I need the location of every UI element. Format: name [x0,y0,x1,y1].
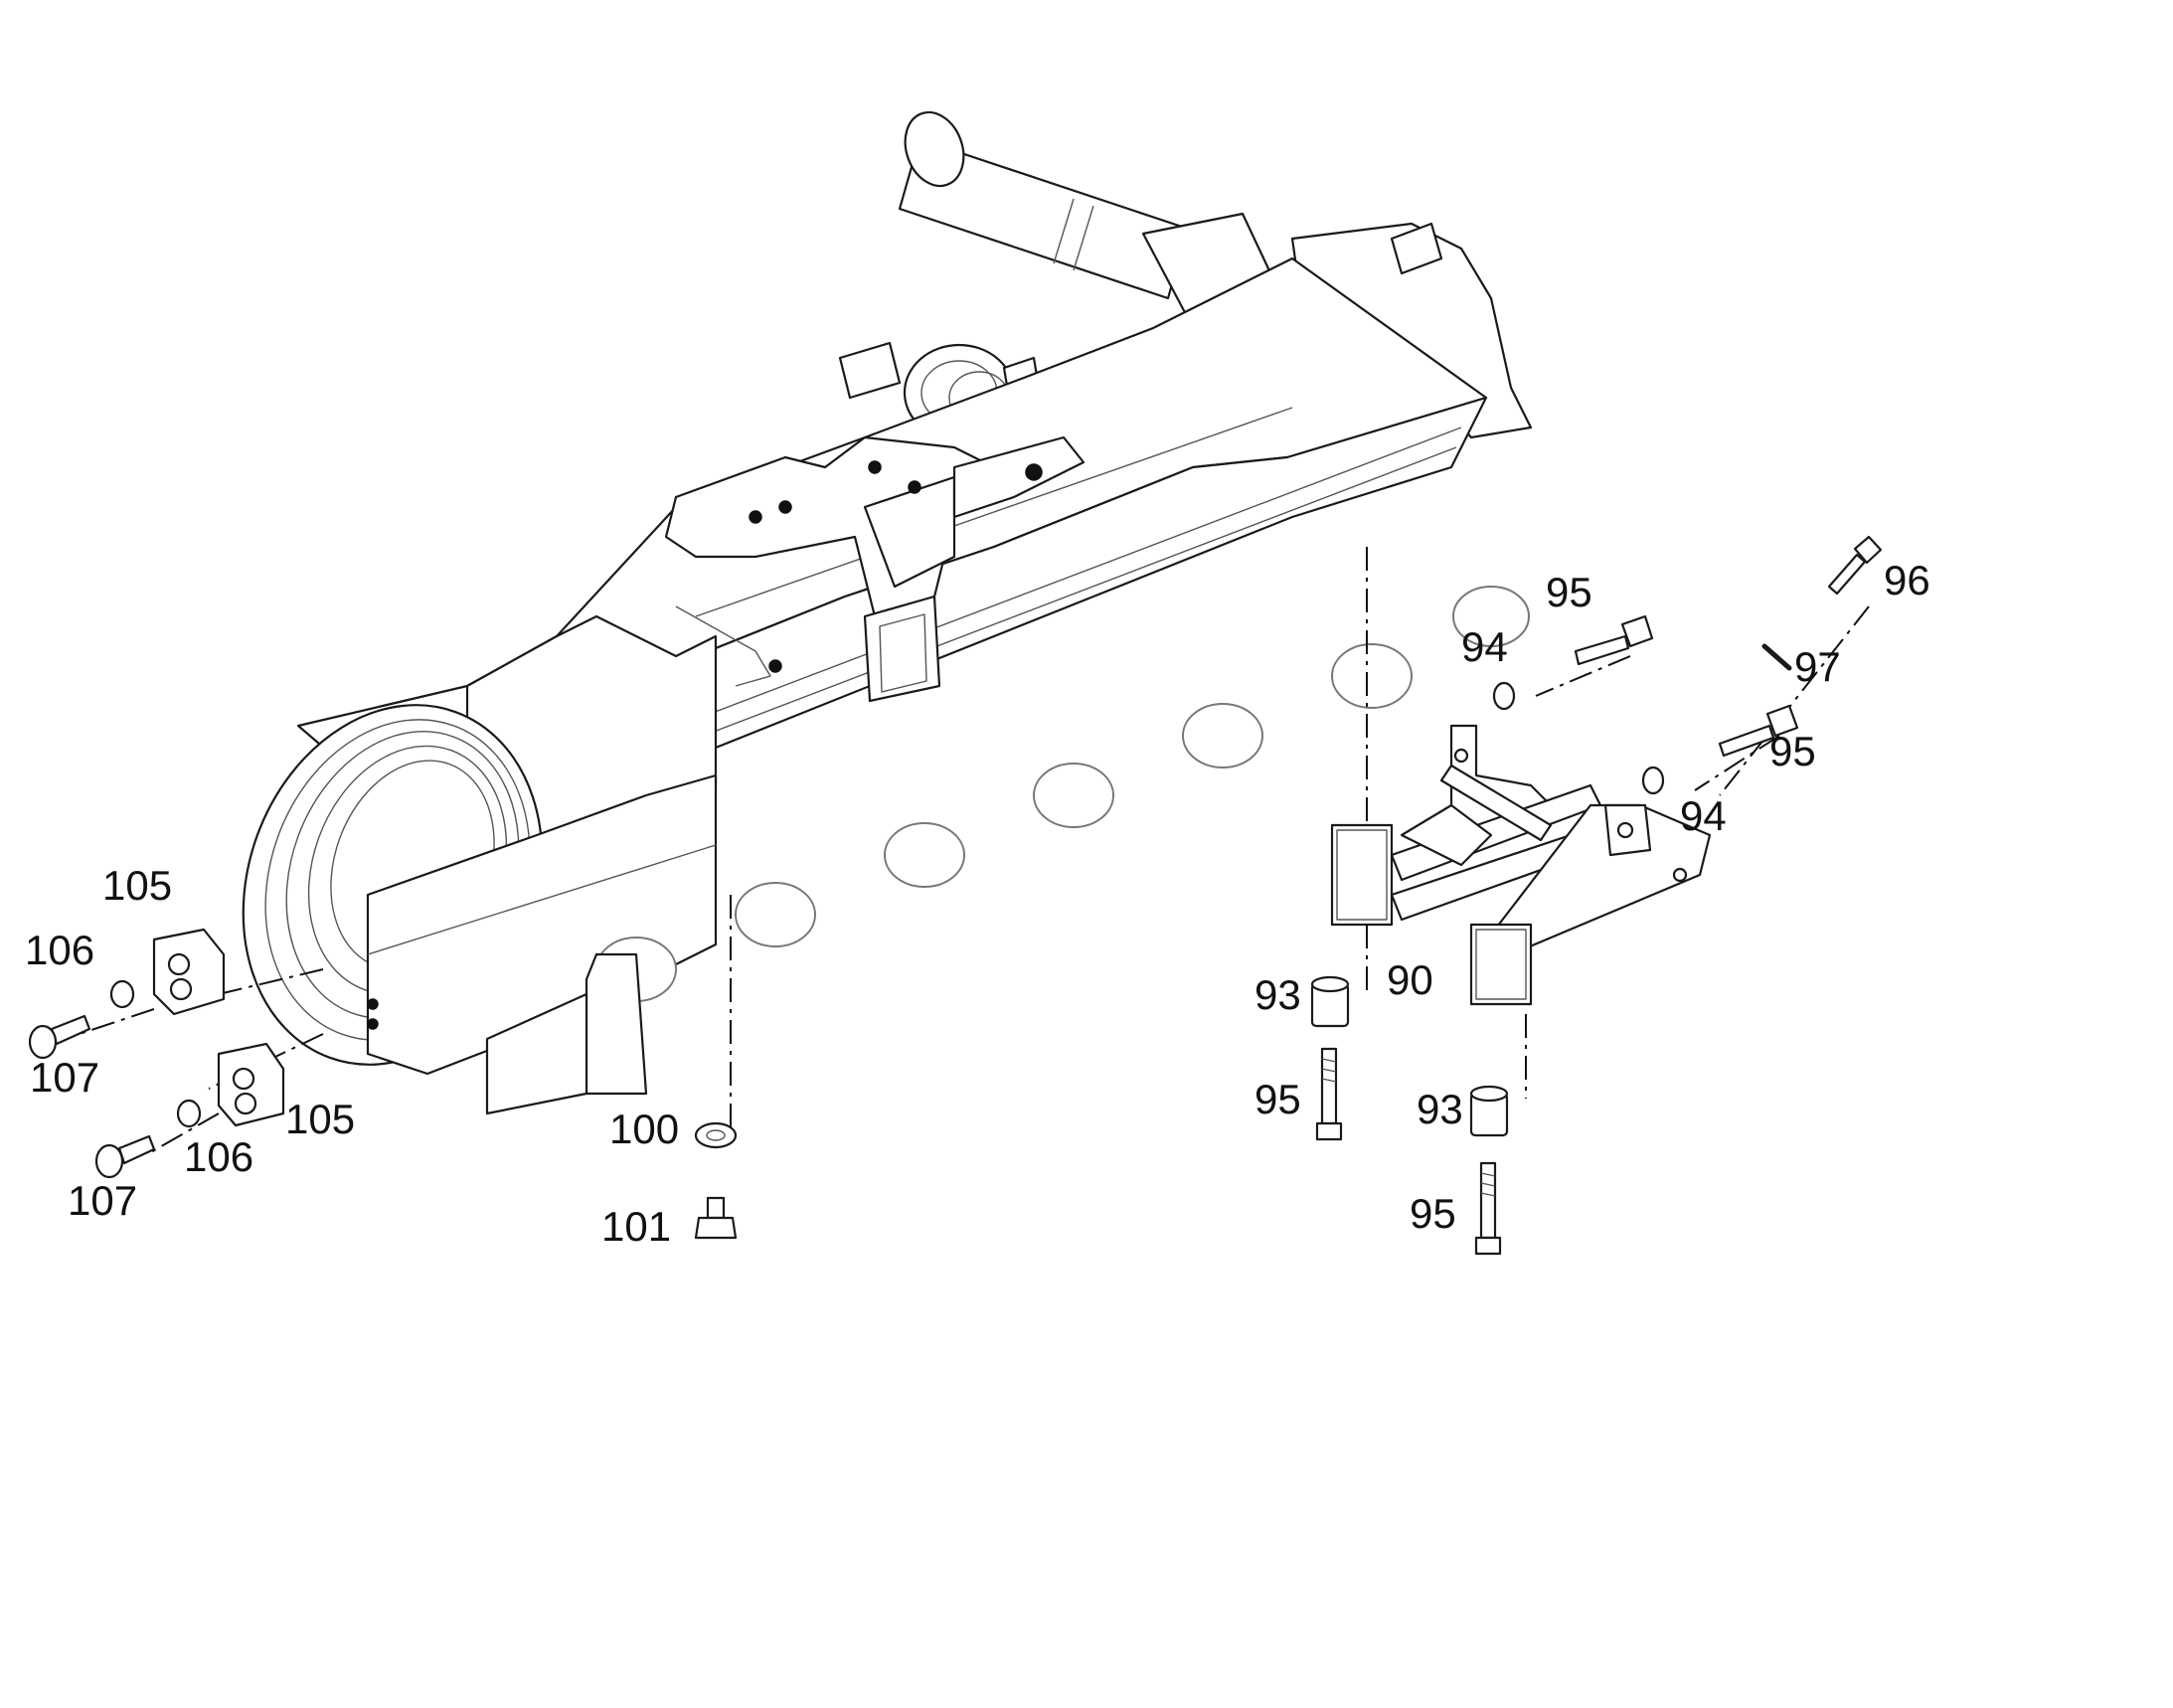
part-105-block-1 [152,928,226,1016]
part-106-washer-2 [176,1099,202,1128]
callout-96: 96 [1884,557,1930,603]
part-95-bolt-angled-1 [1574,614,1654,666]
lower-guard [585,952,648,1096]
part-97-ring [1761,643,1792,671]
part-94-washer-1 [1492,681,1516,711]
part-94-washer-2 [1641,766,1665,795]
track-frame-assembly [242,110,1533,1115]
front-yoke-bar [366,773,718,1076]
part-95-bolt-vertical-1 [1315,1047,1343,1141]
part-105-block-2 [217,1042,285,1127]
callout-107-upper: 107 [30,1054,99,1101]
callout-95-lower-left: 95 [1254,1076,1301,1122]
part-100-washer [694,1121,738,1149]
part-95-bolt-vertical-2 [1474,1161,1502,1256]
callout-90: 90 [1387,956,1433,1003]
callout-97: 97 [1794,643,1841,690]
part-101-plug [694,1196,738,1240]
part-106-washer-1 [109,979,135,1009]
tension-block [664,435,1086,703]
callout-95-lower-right: 95 [1410,1190,1456,1237]
part-107-bolt-2 [94,1134,156,1179]
part-96-bolt [1827,535,1883,596]
callout-95-right: 95 [1769,728,1816,774]
part-95-bolt-angled-2 [1718,704,1799,758]
callout-106-upper: 106 [25,927,94,973]
callout-93-upper: 93 [1254,971,1301,1018]
callout-95-top: 95 [1546,569,1592,615]
pivot-shaft [898,110,1284,320]
part-93-spacer-2 [1469,1085,1509,1137]
callout-94-right: 94 [1680,792,1727,839]
part-93-spacer-1 [1310,975,1350,1028]
callout-94-upper: 94 [1461,623,1508,670]
callout-107-lower: 107 [68,1177,137,1224]
callout-105-upper: 105 [102,862,172,909]
part-90-bracket [1330,724,1712,1006]
callout-101: 101 [601,1203,671,1250]
callout-105-lower: 105 [285,1096,355,1142]
callout-106-lower: 106 [184,1133,253,1180]
part-107-bolt-1 [28,1014,91,1060]
callout-93-lower: 93 [1417,1086,1463,1132]
callout-100: 100 [609,1106,679,1152]
